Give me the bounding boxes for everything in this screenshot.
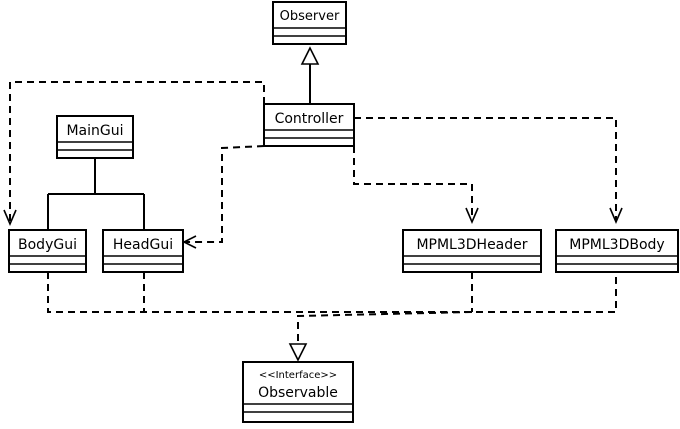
class-name-headgui: HeadGui — [113, 237, 173, 253]
controller-to-observer-generalization — [300, 46, 320, 104]
class-name-mpml3dheader: MPML3DHeader — [416, 237, 527, 253]
class-mpml3dbody[interactable]: MPML3DBody — [555, 229, 679, 273]
class-observable[interactable]: <<Interface>> Observable — [242, 361, 354, 423]
controller-to-bodygui-dependency — [3, 81, 265, 227]
class-observer[interactable]: Observer — [272, 1, 347, 45]
class-name-observable: Observable — [258, 385, 338, 401]
class-mpml3dheader[interactable]: MPML3DHeader — [402, 229, 542, 273]
dependency-arrowhead-mpml3dheader — [465, 207, 479, 225]
class-maingui[interactable]: MainGui — [56, 115, 134, 159]
controller-to-mpml3dheader-dependency — [353, 146, 479, 225]
maingui-to-children-association — [47, 158, 145, 230]
class-name-controller: Controller — [275, 111, 344, 127]
generalization-arrowhead-observer — [300, 46, 320, 65]
class-name-mpml3dbody: MPML3DBody — [569, 237, 664, 253]
class-bodygui[interactable]: BodyGui — [8, 229, 87, 273]
stereotype-observable: <<Interface>> — [259, 370, 337, 381]
realization-arrowhead-observable — [288, 343, 308, 362]
class-name-bodygui: BodyGui — [18, 237, 77, 253]
controller-to-headgui-dependency — [182, 145, 265, 249]
dependency-arrowhead-mpml3dbody — [609, 207, 623, 225]
class-name-maingui: MainGui — [66, 123, 123, 139]
realizations-to-observable — [47, 272, 617, 362]
dependency-arrowhead-bodygui — [3, 209, 17, 227]
controller-to-mpml3dbody-dependency — [354, 117, 623, 225]
class-headgui[interactable]: HeadGui — [102, 229, 184, 273]
class-controller[interactable]: Controller — [263, 103, 355, 147]
class-name-observer: Observer — [280, 9, 340, 24]
